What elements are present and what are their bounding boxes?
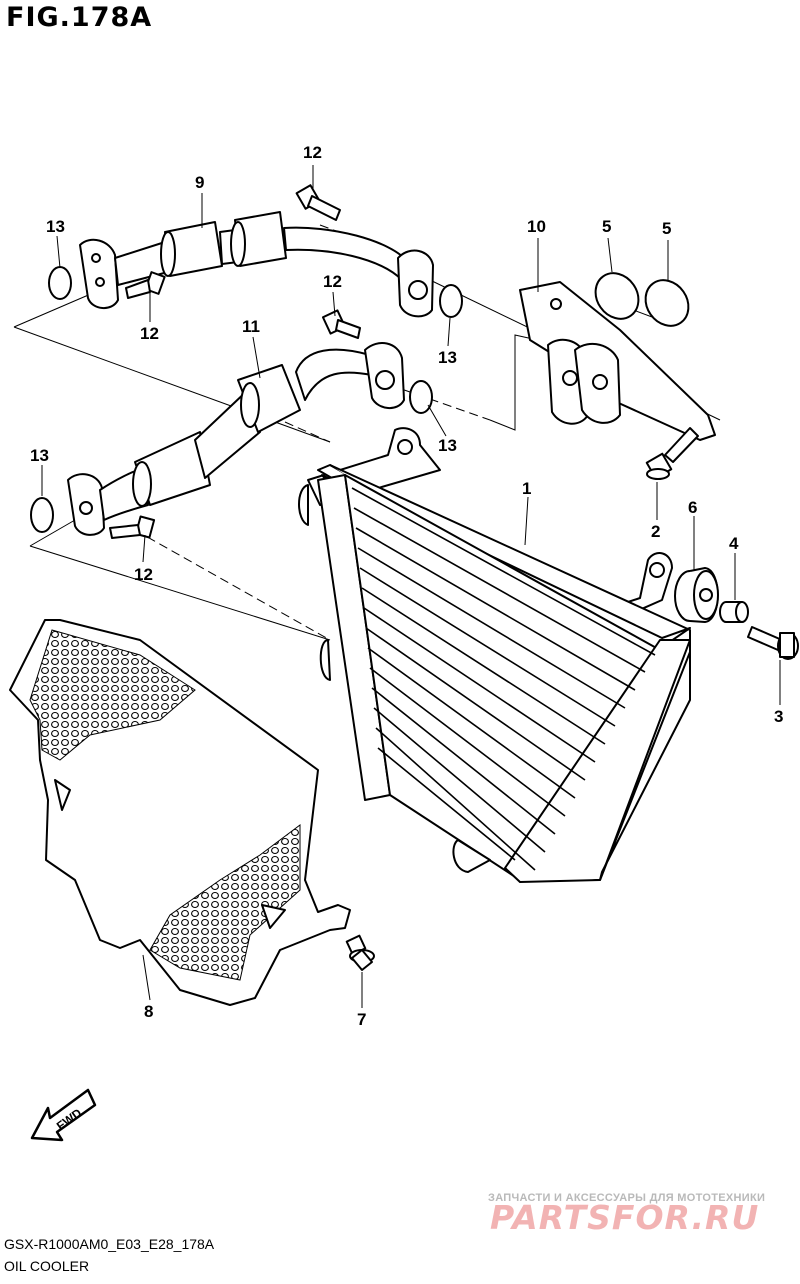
callout-12: 12 [134, 565, 153, 584]
bolt-12-upper [295, 184, 341, 221]
upper-oil-hose [79, 211, 434, 318]
mounting-bracket [519, 281, 716, 441]
callout-5: 5 [602, 217, 611, 236]
lower-oil-hose [67, 342, 405, 536]
bolt-12-middle [321, 309, 361, 339]
callouts: 12 9 13 12 10 5 5 12 13 11 13 13 12 1 2 … [30, 143, 783, 1029]
callout-5: 5 [662, 219, 671, 238]
leader-lines [41, 165, 781, 1008]
watermark-logo: PARTSFOR.RU [490, 1198, 760, 1237]
collar [719, 601, 749, 623]
callout-6: 6 [688, 498, 697, 517]
bolt-2 [645, 427, 699, 480]
callout-7: 7 [357, 1010, 366, 1029]
bolts [109, 184, 799, 971]
callout-1: 1 [522, 479, 531, 498]
fwd-arrow: FWD [30, 1088, 97, 1142]
callout-3: 3 [774, 707, 783, 726]
callout-12: 12 [140, 324, 159, 343]
callout-8: 8 [144, 1002, 153, 1021]
o-rings [30, 266, 690, 533]
callout-12: 12 [323, 272, 342, 291]
bolt-3 [747, 626, 799, 660]
model-code: GSX-R1000AM0_E03_E28_178A [4, 1236, 215, 1252]
cooler-cover [9, 619, 351, 1006]
oil-cooler-core [298, 427, 691, 883]
watermark-tagline: ЗАПЧАСТИ И АКСЕССУАРЫ ДЛЯ МОТОТЕХНИКИ [488, 1192, 766, 1204]
figure-caption: OIL COOLER [4, 1258, 90, 1274]
figure-title: FIG.178A [6, 2, 153, 33]
callout-13: 13 [438, 348, 457, 367]
callout-12: 12 [303, 143, 322, 162]
callout-2: 2 [651, 522, 660, 541]
callout-4: 4 [729, 534, 739, 553]
callout-9: 9 [195, 173, 204, 192]
callout-10: 10 [527, 217, 546, 236]
bolt-7 [345, 934, 375, 971]
callout-13: 13 [438, 436, 457, 455]
grommet [674, 567, 719, 623]
cooling-fins [351, 487, 656, 871]
bolt-12-left [125, 271, 166, 299]
callout-13: 13 [30, 446, 49, 465]
callout-13: 13 [46, 217, 65, 236]
callout-11: 11 [242, 317, 260, 336]
bolt-12-lower [109, 515, 156, 539]
